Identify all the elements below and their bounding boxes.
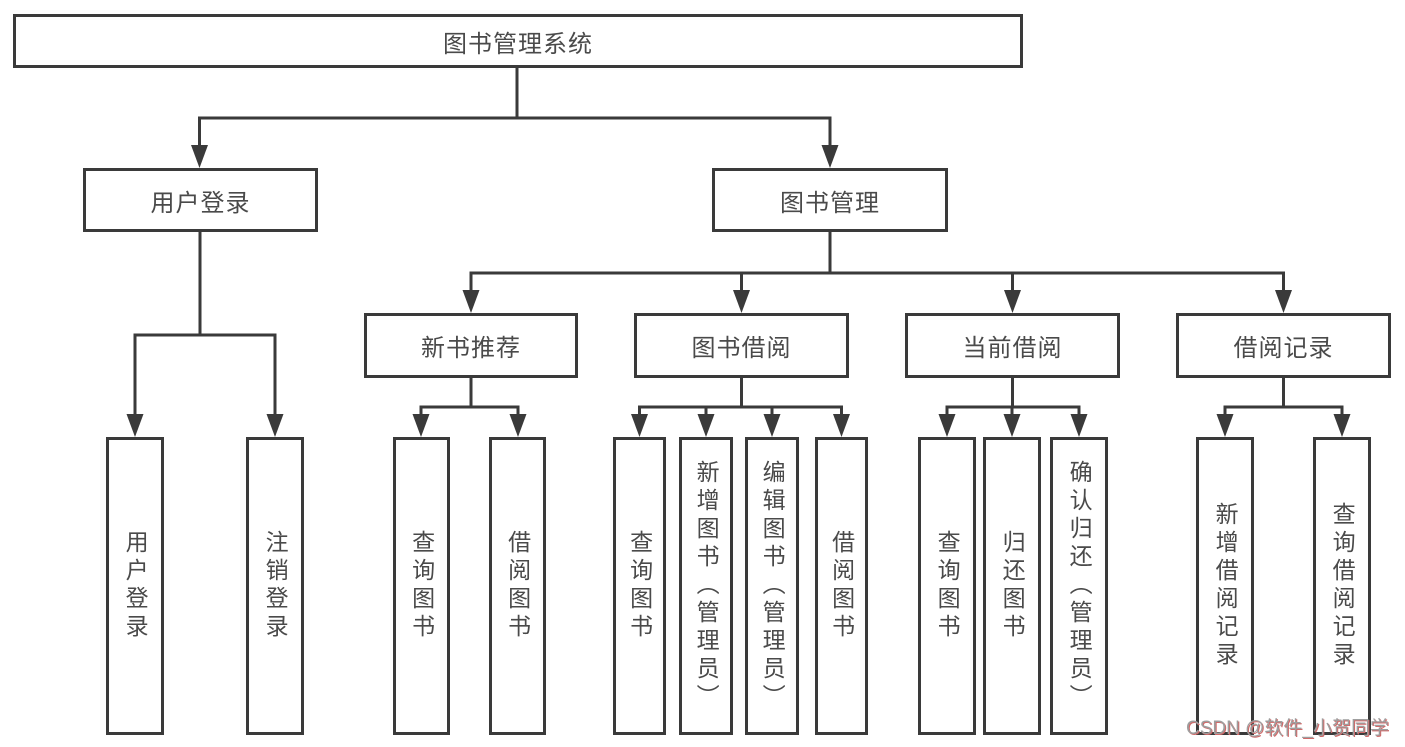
leaf-user-login: 用户登录 [106,437,164,735]
node-label: 新增借阅记录 [1212,502,1239,670]
leaf-borrow-query-books: 查询图书 [613,437,666,735]
leaf-records-query-record: 查询借阅记录 [1313,437,1371,735]
connector-book-borrow-to-leaves [631,378,850,437]
leaf-current-query-books: 查询图书 [918,437,976,735]
connector-current-borrow-to-leaves [938,378,1088,437]
node-label: 图书借阅 [691,335,792,362]
node-label: 用户登录 [150,189,251,217]
leaf-newbooks-borrow-books: 借阅图书 [489,437,546,735]
node-label: 查询图书 [626,530,653,642]
leaf-current-return-books: 归还图书 [983,437,1041,735]
node-library-management-system: 图书管理系统 [13,14,1023,68]
node-label: 查询图书 [408,530,435,642]
connector-new-books-to-leaves [412,378,527,437]
node-label: 图书管理 [780,189,880,217]
node-label: 用户登录 [122,530,149,642]
node-label: 借阅图书 [504,530,531,642]
node-book-borrowing: 图书借阅 [634,313,849,378]
node-borrowing-records: 借阅记录 [1176,313,1391,378]
node-label: 查询借阅记录 [1329,502,1356,670]
leaf-current-confirm-return-admin: 确认归还（管理员） [1050,437,1108,735]
leaf-newbooks-query-books: 查询图书 [393,437,450,735]
node-label: 借阅记录 [1233,335,1334,362]
leaf-borrow-edit-books-admin: 编辑图书（管理员） [745,437,799,735]
node-label: 编辑图书（管理员） [759,460,786,712]
node-book-management: 图书管理 [712,168,948,232]
node-label: 查询图书 [934,530,961,642]
node-new-book-recommend: 新书推荐 [364,313,578,378]
connector-user-login-to-leaves [126,232,284,437]
node-label: 归还图书 [999,530,1026,642]
connector-book-management-to-level3 [462,232,1292,313]
node-label: 新书推荐 [421,335,521,362]
leaf-records-add-record: 新增借阅记录 [1196,437,1254,735]
node-label: 确认归还（管理员） [1066,460,1093,712]
connector-root-to-level2 [191,68,839,168]
node-label: 借阅图书 [828,530,855,642]
leaf-logout: 注销登录 [246,437,304,735]
node-label: 当前借阅 [962,335,1063,362]
leaf-borrow-add-books-admin: 新增图书（管理员） [679,437,733,735]
node-current-borrowing: 当前借阅 [905,313,1120,378]
node-user-login: 用户登录 [83,168,318,232]
connector-borrow-records-to-leaves [1216,378,1351,437]
leaf-borrow-borrow-books: 借阅图书 [815,437,868,735]
node-label: 注销登录 [262,530,289,642]
node-label: 图书管理系统 [443,30,593,58]
node-label: 新增图书（管理员） [693,460,720,712]
csdn-watermark: CSDN @软件_小贺同学 [1186,718,1389,739]
